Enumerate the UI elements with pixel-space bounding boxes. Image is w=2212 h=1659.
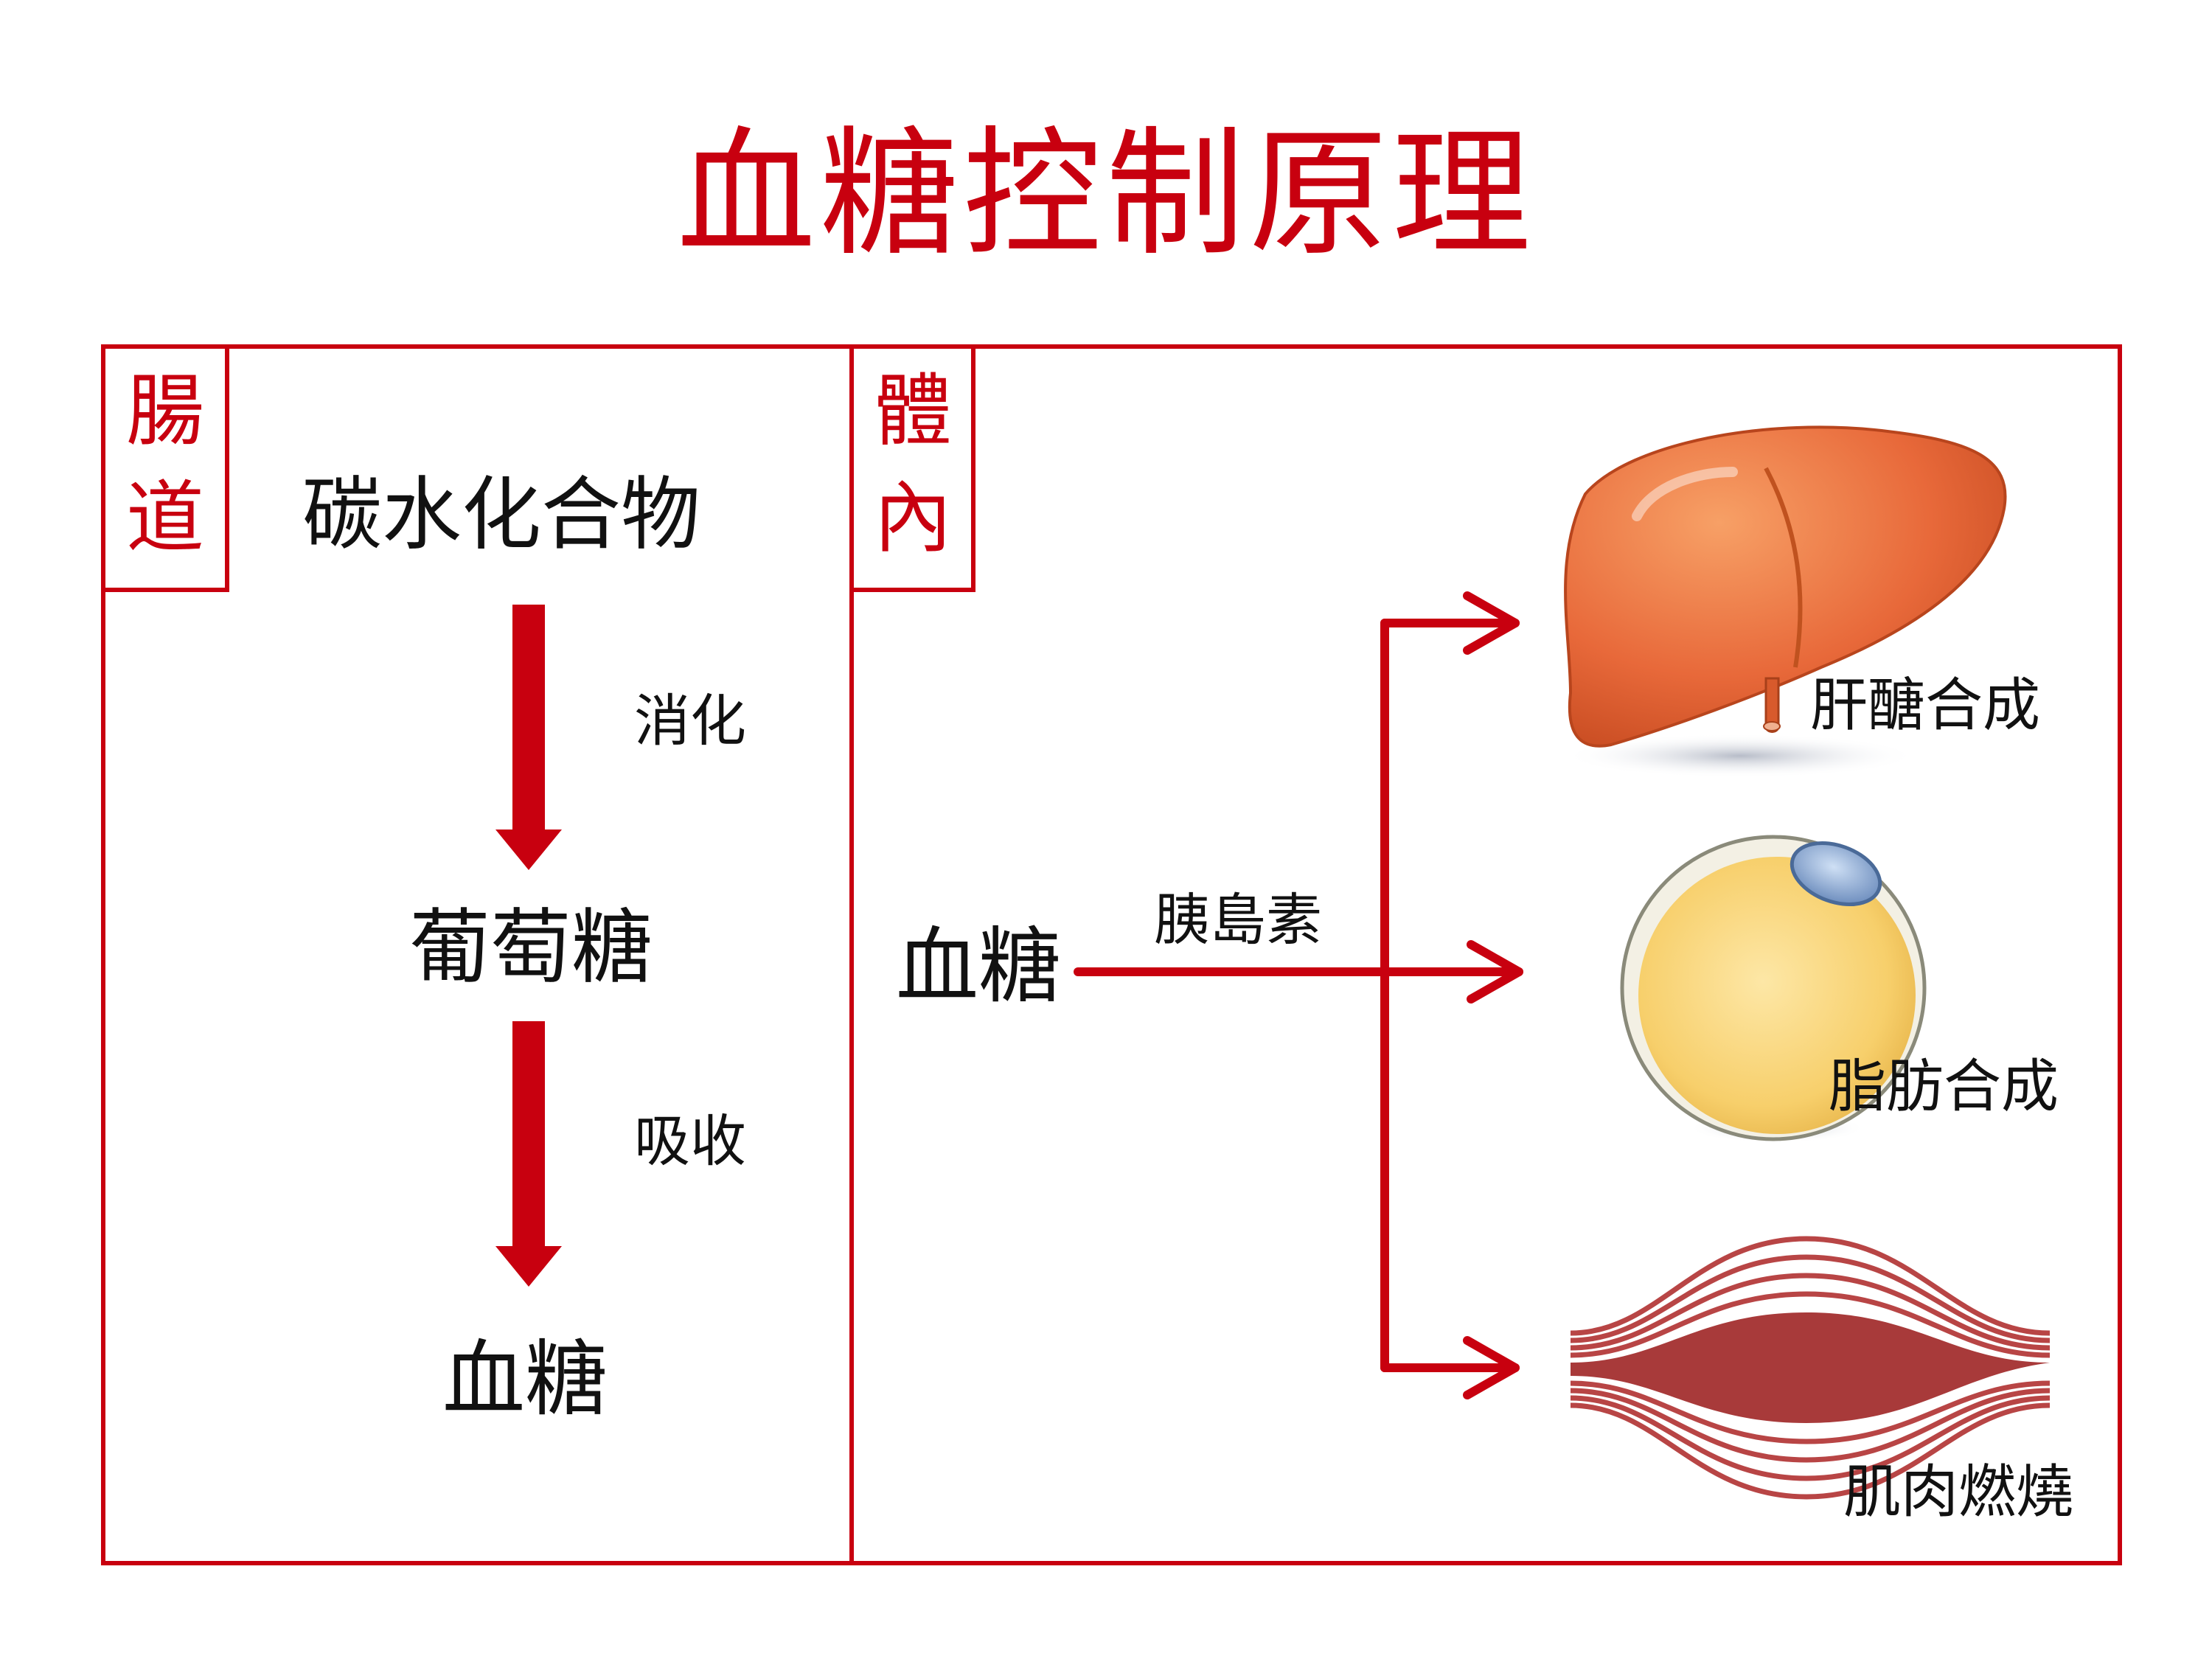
digestion-label: 消化 bbox=[634, 688, 746, 754]
glucose-label: 葡萄糖 bbox=[409, 900, 653, 995]
fat-synthesis-label: 脂肪合成 bbox=[1829, 1054, 2059, 1120]
intestine-tag-line1: 腸 bbox=[126, 366, 204, 456]
intestine-tag-line2: 道 bbox=[126, 473, 204, 563]
right-tag-box bbox=[849, 344, 975, 592]
insulin-branch-arrows bbox=[1074, 591, 1523, 1399]
body-tag-line1: 體 bbox=[874, 366, 952, 456]
carbohydrate-label: 碳水化合物 bbox=[302, 469, 701, 561]
digestion-arrow bbox=[495, 605, 562, 870]
page-title: 血糖控制原理 bbox=[677, 114, 1535, 275]
left-tag-box bbox=[101, 344, 229, 592]
insulin-label: 胰島素 bbox=[1154, 887, 1322, 953]
right-panel-frame bbox=[849, 344, 2122, 1565]
liver-icon bbox=[1563, 425, 2007, 778]
blood-sugar-result-label: 血糖 bbox=[442, 1332, 608, 1427]
muscle-icon bbox=[1570, 1236, 2051, 1500]
body-tag-line2: 內 bbox=[874, 473, 952, 563]
glycogen-synthesis-label: 肝醣合成 bbox=[1810, 672, 2041, 739]
absorption-label: 吸收 bbox=[634, 1108, 746, 1174]
fat-cell-icon bbox=[1620, 835, 1927, 1143]
absorption-arrow bbox=[495, 1021, 562, 1287]
muscle-burning-label: 肌肉燃燒 bbox=[1843, 1459, 2074, 1526]
blood-sugar-source-label: 血糖 bbox=[896, 919, 1061, 1015]
